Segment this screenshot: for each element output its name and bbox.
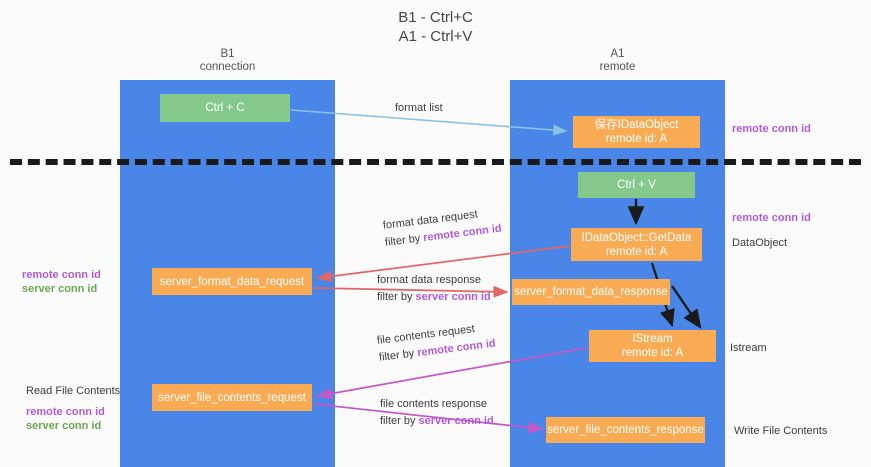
edge-label-file-contents-response: file contents response filter by server … [380, 396, 494, 430]
edge-label-file-res-line1: file contents response [380, 398, 488, 410]
annotation-left-conn-ids: remote conn id server conn id [22, 268, 101, 296]
annotation-istream: Istream [730, 341, 767, 355]
node-idataobject-sublabel: remote id: A [605, 133, 668, 145]
annotation-left-server-conn-id: server conn id [22, 283, 98, 295]
annotation-istream-text: Istream [730, 342, 767, 354]
annotation-remote-conn-id-mid-text: remote conn id [732, 212, 811, 224]
edge-label-format-list-line1: format list [395, 102, 443, 114]
swimlane-header-a1-line2: remote [599, 61, 636, 73]
annotation-left-remote-conn-id: remote conn id [22, 269, 101, 281]
node-istream-label: IStream [632, 333, 673, 345]
annotation-read-remote-conn-id: remote conn id [26, 406, 105, 418]
edge-label-format-data-response: format data response filter by server co… [377, 272, 491, 306]
node-ctrl-v[interactable]: Ctrl + V [578, 172, 695, 198]
annotation-remote-conn-id-mid: remote conn id [732, 211, 811, 225]
node-istream-sublabel: remote id: A [621, 347, 684, 359]
node-idataobject-label: 保存IDataObject [594, 119, 679, 131]
node-ctrl-c-label: Ctrl + C [205, 102, 245, 114]
edge-label-format-list: format list [395, 100, 443, 117]
edge-label-file-req-prefix: filter by [378, 347, 419, 364]
edge-label-format-data-request: format data request filter by remote con… [382, 204, 503, 252]
annotation-read-file-contents-text: Read File Contents [26, 385, 121, 397]
edge-label-fmt-res-line1: format data response [377, 274, 481, 286]
node-server-format-data-response[interactable]: server_format_data_response [512, 279, 670, 305]
title-line-1: B1 - Ctrl+C [398, 9, 473, 26]
edge-label-fmt-res-prefix: filter by [377, 291, 416, 303]
node-file-request-label: server_file_contents_request [158, 391, 306, 404]
node-idataobject-getdata[interactable]: IDataObject::GetData remote id: A [571, 228, 702, 261]
diagram-title: B1 - Ctrl+C A1 - Ctrl+V [0, 8, 871, 46]
edge-label-fmt-req-prefix: filter by [384, 232, 425, 249]
edge-label-file-res-highlight: server conn id [418, 415, 494, 427]
edge-label-file-res-prefix: filter by [380, 415, 419, 427]
phase-separator-dashed-line [10, 159, 861, 165]
node-istream[interactable]: IStream remote id: A [589, 330, 716, 362]
annotation-remote-conn-id-top: remote conn id [732, 122, 811, 136]
node-getdata-label: IDataObject::GetData [581, 231, 692, 244]
node-server-file-contents-request[interactable]: server_file_contents_request [152, 384, 312, 411]
swimlane-header-a1-line1: A1 [610, 48, 625, 60]
swimlane-header-b1-line1: B1 [220, 48, 235, 60]
annotation-write-file-contents: Write File Contents [734, 424, 827, 438]
swimlane-header-b1: B1 connection [120, 48, 335, 74]
edge-label-fmt-res-highlight: server conn id [415, 291, 491, 303]
node-idataobject[interactable]: 保存IDataObject remote id: A [573, 116, 700, 148]
edge-label-file-contents-request: file contents request filter by remote c… [376, 319, 497, 367]
annotation-read-file-contents: Read File Contents remote conn id server… [26, 384, 120, 433]
swimlane-header-a1: A1 remote [510, 48, 725, 74]
annotation-dataobject-text: DataObject [732, 237, 788, 249]
node-server-file-contents-response[interactable]: server_file_contents_response [546, 417, 705, 443]
node-getdata-sublabel: remote id: A [605, 245, 668, 258]
annotation-remote-conn-id-top-text: remote conn id [732, 123, 811, 135]
annotation-write-file-contents-text: Write File Contents [734, 425, 828, 437]
node-ctrl-c[interactable]: Ctrl + C [160, 94, 290, 122]
node-server-format-data-request[interactable]: server_format_data_request [152, 268, 312, 295]
edge-label-file-res-line2: filter by server conn id [380, 413, 494, 430]
swimlane-header-b1-line2: connection [199, 61, 256, 73]
node-file-response-label: server_file_contents_response [547, 424, 704, 436]
annotation-dataobject: DataObject [732, 236, 787, 250]
title-line-2: A1 - Ctrl+V [398, 28, 473, 45]
edge-label-fmt-res-line2: filter by server conn id [377, 289, 491, 306]
node-ctrl-v-label: Ctrl + V [617, 179, 656, 191]
node-fmt-response-label: server_format_data_response [514, 286, 668, 298]
node-fmt-request-label: server_format_data_request [159, 275, 305, 288]
annotation-read-server-conn-id: server conn id [26, 420, 102, 432]
